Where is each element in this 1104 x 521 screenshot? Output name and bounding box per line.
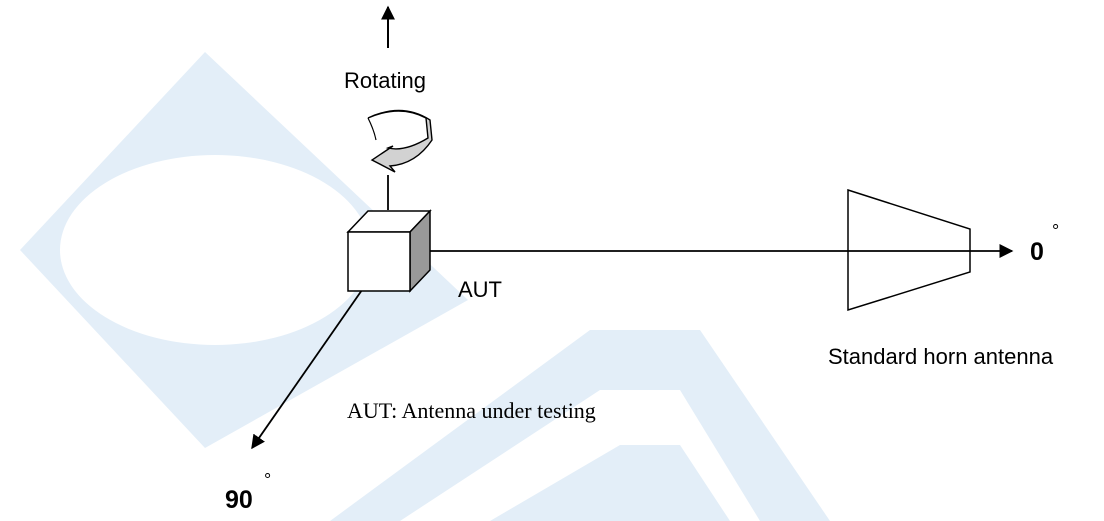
- background-watermark: [20, 52, 830, 521]
- angle-zero-degree-mark: °: [1052, 221, 1059, 241]
- angle-ninety-label: 90: [225, 486, 253, 514]
- aut-label: AUT: [458, 277, 502, 302]
- aut-cube-front: [347, 231, 411, 292]
- ninety-degree-axis: [251, 289, 363, 450]
- angle-ninety-degree-mark: °: [264, 470, 271, 490]
- watermark-lower-right: [490, 445, 730, 521]
- horn-antenna: [847, 188, 971, 312]
- watermark-ellipse: [60, 155, 370, 345]
- aut-cube: [346, 209, 432, 293]
- horn-label: Standard horn antenna: [828, 344, 1054, 369]
- angle-zero-label: 0: [1030, 238, 1044, 266]
- aut-legend: AUT: Antenna under testing: [347, 398, 596, 423]
- rotation-arrow-icon: [367, 109, 433, 173]
- rotating-label: Rotating: [344, 68, 426, 93]
